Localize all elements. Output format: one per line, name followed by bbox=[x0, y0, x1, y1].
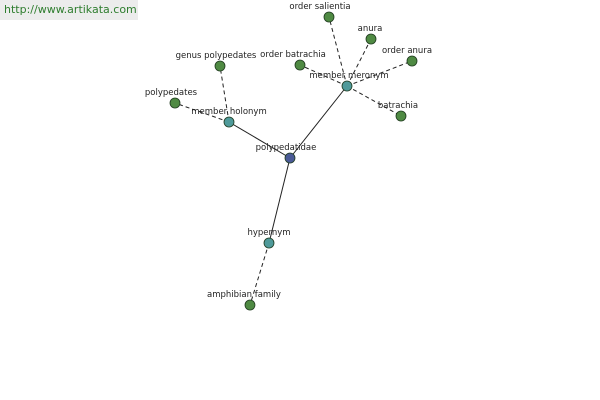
node-genus-polypedates[interactable] bbox=[214, 60, 226, 72]
node-order-batrachia[interactable] bbox=[294, 59, 306, 71]
edge-member-holonym-to-genus-polypedates bbox=[219, 65, 230, 123]
node-label-order-anura[interactable]: order anura bbox=[382, 46, 432, 56]
node-label-batrachia[interactable]: batrachia bbox=[378, 101, 418, 111]
node-polypedates[interactable] bbox=[169, 97, 181, 109]
node-label-member-holonym[interactable]: member holonym bbox=[191, 107, 266, 117]
edge-hypernym-to-amphibian-family bbox=[249, 242, 270, 306]
site-url-watermark[interactable]: http://www.artikata.com bbox=[0, 0, 138, 20]
node-label-polypedates[interactable]: polypedates bbox=[145, 88, 198, 98]
node-polypedatidae[interactable] bbox=[284, 152, 296, 164]
edge-member-meronym-to-anura bbox=[346, 38, 372, 87]
edge-polypedatidae-to-member-meronym bbox=[289, 85, 348, 159]
node-label-member-meronym[interactable]: member meronym bbox=[309, 71, 388, 81]
node-order-anura[interactable] bbox=[406, 55, 418, 67]
node-label-order-salientia[interactable]: order salientia bbox=[289, 2, 350, 12]
node-anura[interactable] bbox=[365, 33, 377, 45]
node-hypernym[interactable] bbox=[263, 237, 275, 249]
edge-member-meronym-to-order-salientia bbox=[328, 16, 348, 87]
edge-member-meronym-to-order-batrachia bbox=[299, 64, 348, 87]
nodes-layer bbox=[169, 11, 418, 311]
edge-member-holonym-to-polypedates bbox=[174, 102, 230, 123]
node-member-meronym[interactable] bbox=[341, 80, 353, 92]
edge-member-meronym-to-batrachia bbox=[346, 85, 402, 117]
node-amphibian-family[interactable] bbox=[244, 299, 256, 311]
edge-polypedatidae-to-member-holonym bbox=[228, 121, 291, 159]
node-label-order-batrachia[interactable]: order batrachia bbox=[260, 50, 326, 60]
edges-layer bbox=[174, 16, 413, 306]
node-label-anura[interactable]: anura bbox=[358, 24, 383, 34]
node-label-polypedatidae[interactable]: polypedatidae bbox=[256, 143, 317, 153]
node-batrachia[interactable] bbox=[395, 110, 407, 122]
node-label-hypernym[interactable]: hypernym bbox=[247, 228, 290, 238]
node-label-amphibian-family[interactable]: amphibian family bbox=[207, 290, 281, 300]
node-member-holonym[interactable] bbox=[223, 116, 235, 128]
edge-member-meronym-to-order-anura bbox=[346, 60, 413, 87]
labels-layer: polypedatidae member holonym member merony… bbox=[145, 2, 432, 300]
node-label-genus-polypedates[interactable]: genus polypedates bbox=[176, 51, 257, 61]
node-order-salientia[interactable] bbox=[323, 11, 335, 23]
edge-polypedatidae-to-hypernym bbox=[268, 157, 291, 244]
